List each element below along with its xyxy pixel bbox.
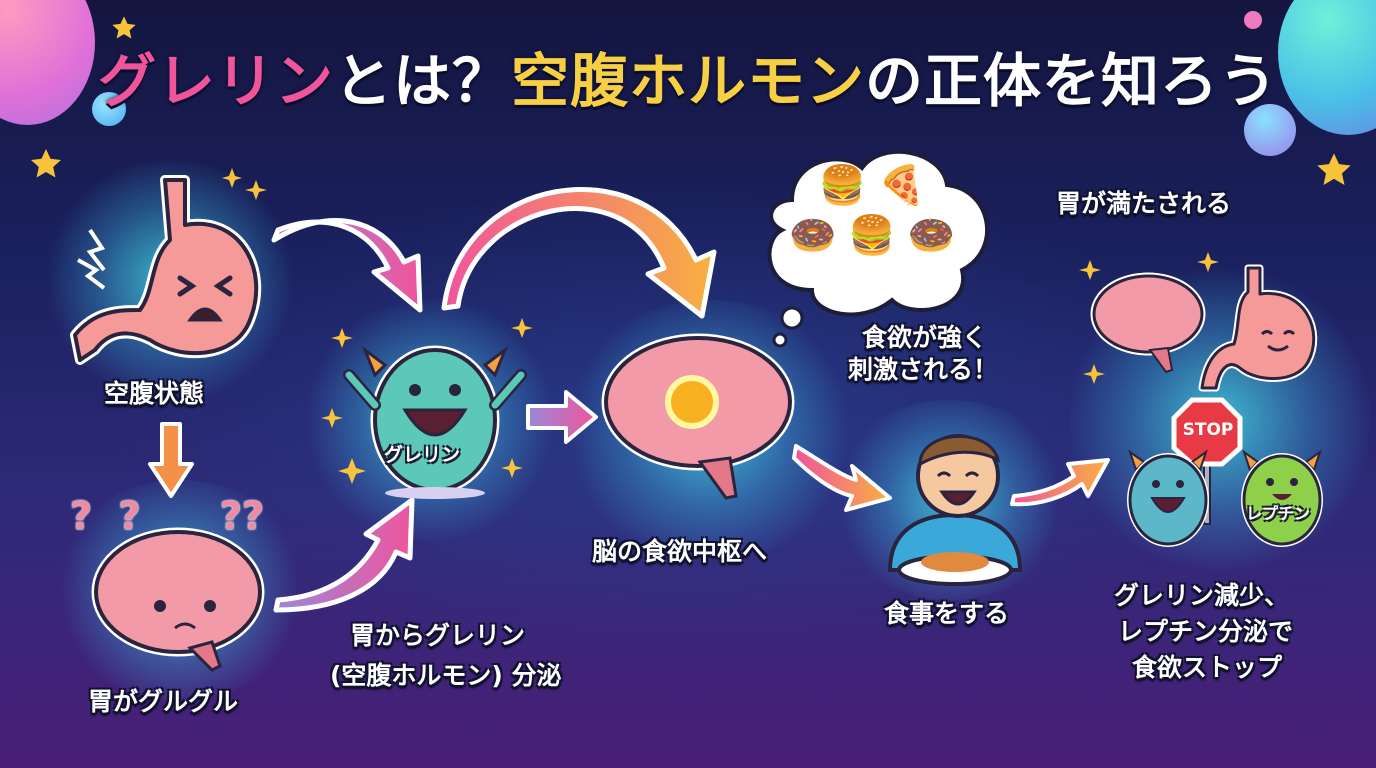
happy-stomach-icon [1198, 264, 1318, 392]
step-appetite-line1: 食欲が強く [862, 323, 988, 352]
eating-boy-icon [887, 434, 1023, 586]
title-hunger-hormone: 空腹ホルモン [511, 47, 866, 115]
step-hungry-state-label: 空腹状態 [104, 379, 205, 408]
ghrelin-monster-icon [343, 345, 527, 499]
down-arrow-icon [148, 422, 194, 498]
star-icon [1317, 153, 1351, 185]
star-icon [31, 149, 61, 178]
small-pink-bubble-decoration [1244, 11, 1262, 29]
question-mark-icons: ? ? ?? [70, 494, 265, 538]
confused-brain-icon [91, 527, 265, 672]
curved-arrow-icon [271, 218, 423, 313]
food-items-icon: 🍔 🍕🍩 🍔 🍩 [788, 163, 956, 257]
leptin-character-label: レプチン [1246, 504, 1311, 523]
happy-brain-icon [1090, 272, 1206, 374]
lilac-bubble-decoration [1244, 104, 1296, 156]
right-down-arrow-icon [792, 444, 892, 512]
step-eating-label: 食事をする [884, 599, 1010, 628]
blue-bubble-decoration [92, 92, 126, 126]
right-up-arrow-icon [1010, 458, 1110, 507]
glowing-brain-icon [601, 333, 795, 500]
step-stomach-full-label: 胃が満たされる [1056, 189, 1232, 218]
title-ghrelin: グレリン [97, 47, 334, 115]
ghrelin-monster-small-icon [1127, 449, 1209, 547]
page-title: グレリンとは？空腹ホルモンの正体を知ろう [0, 34, 1376, 118]
step-brain-center-label: 脳の食欲中枢へ [592, 537, 768, 566]
star-icon [112, 16, 136, 39]
ghrelin-character-label: グレリン [384, 444, 461, 466]
sparkle-icon [321, 318, 533, 484]
leptin-monster-icon [1241, 449, 1323, 547]
step-appetite-stop-line3: 食欲ストップ [1132, 653, 1283, 682]
crying-stomach-icon [70, 175, 262, 365]
step-ghrelin-secretion-line2: (空腹ホルモン) 分泌 [330, 661, 562, 690]
sparkle-icon [222, 168, 267, 200]
right-arrow-icon [526, 390, 598, 444]
step-appetite-stop-line1: グレリン減少、 [1114, 581, 1290, 610]
stop-sign-text: STOP [1182, 420, 1234, 440]
step-appetite-stop-line2: レプチン分泌で [1118, 617, 1294, 646]
step-appetite-line2: 刺激される！ [848, 355, 999, 384]
title-rest: の正体を知ろう [865, 47, 1279, 115]
sparkle-icon [1079, 252, 1219, 384]
curved-arrow-icon [273, 497, 415, 613]
step-stomach-growl-label: 胃がグルグル [88, 687, 239, 716]
title-towa: とは？ [333, 47, 511, 115]
step-ghrelin-secretion-line1: 胃からグレリン [350, 621, 526, 650]
thought-cloud-icon [767, 149, 989, 348]
arc-arrow-icon [441, 187, 717, 319]
